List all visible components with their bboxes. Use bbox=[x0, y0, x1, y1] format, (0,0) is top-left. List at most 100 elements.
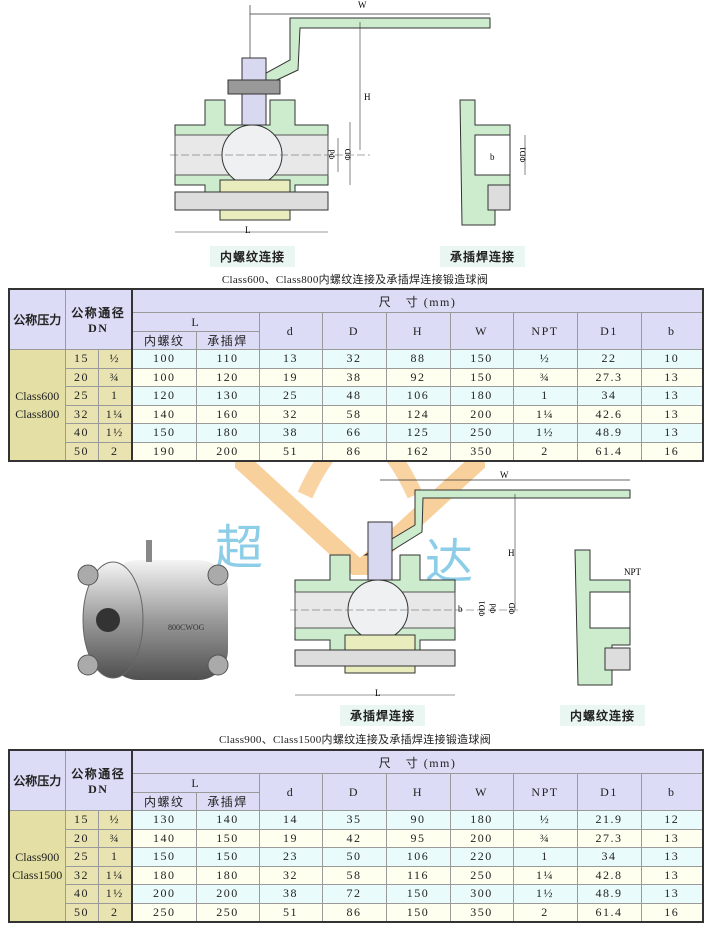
table-cell: 48.9 bbox=[576, 884, 642, 904]
table-cell: 130 bbox=[195, 386, 260, 406]
table-cell: 34 bbox=[576, 847, 642, 867]
table-cell: 180 bbox=[195, 423, 260, 443]
table-cell: 2 bbox=[97, 902, 134, 922]
table-cell: ¾ bbox=[512, 367, 578, 387]
header-col-d: d bbox=[258, 773, 323, 811]
table-cell: 1¼ bbox=[512, 865, 578, 885]
header-L: L bbox=[131, 312, 260, 332]
valve-photo: 800CWOG bbox=[77, 540, 229, 680]
table-cell: ¾ bbox=[512, 828, 578, 848]
valve-drawing-socket-weld bbox=[290, 479, 631, 696]
table-cell: 48 bbox=[321, 386, 387, 406]
table-cell: 100 bbox=[131, 367, 197, 387]
header-L-thread: 内螺纹 bbox=[131, 331, 197, 350]
dim2-L: L bbox=[375, 688, 381, 698]
header-col-H: H bbox=[385, 312, 451, 350]
table-cell: 1½ bbox=[97, 884, 134, 904]
table-cell: 124 bbox=[385, 404, 451, 424]
table-cell: 150 bbox=[195, 847, 260, 867]
header-col-H: H bbox=[385, 773, 451, 811]
table-cell: 1¼ bbox=[97, 865, 134, 885]
table-cell: 13 bbox=[640, 423, 704, 443]
dim-D1: ΦD1 bbox=[518, 146, 528, 163]
table-cell: 120 bbox=[195, 367, 260, 387]
table-cell: 27.3 bbox=[576, 828, 642, 848]
table-cell: 140 bbox=[195, 810, 260, 830]
figure2-caption: Class900、Class1500内螺纹连接及承插焊连接锻造球阀 bbox=[218, 734, 492, 746]
header-L: L bbox=[131, 773, 260, 793]
pressure-class-label: Class600 bbox=[15, 388, 60, 403]
table-cell: 12 bbox=[640, 810, 704, 830]
table-cell: 20 bbox=[64, 828, 99, 848]
table-cell: 1 bbox=[512, 386, 578, 406]
header-size: 尺 寸 (mm) bbox=[131, 749, 704, 774]
table-cell: 2 bbox=[512, 902, 578, 922]
table-cell: 58 bbox=[321, 404, 387, 424]
table-cell: 250 bbox=[449, 423, 514, 443]
table-cell: 180 bbox=[449, 386, 514, 406]
table-cell: 1½ bbox=[512, 884, 578, 904]
table-cell: 61.4 bbox=[576, 441, 642, 461]
header-row: 内螺纹承插焊 bbox=[9, 331, 703, 350]
header-dn-label: 公称通径 bbox=[71, 766, 126, 781]
table-cell: 190 bbox=[131, 441, 197, 461]
table-cell: 61.4 bbox=[576, 902, 642, 922]
table-cell: 95 bbox=[385, 828, 451, 848]
table-cell: 350 bbox=[449, 441, 514, 461]
table-cell: 300 bbox=[449, 884, 514, 904]
table-cell: 13 bbox=[640, 367, 704, 387]
table-cell: 13 bbox=[640, 404, 704, 424]
table-cell: 13 bbox=[258, 349, 323, 369]
header-dn-label: 公称通径 bbox=[71, 305, 126, 320]
table-cell: 116 bbox=[385, 865, 451, 885]
table-cell: 350 bbox=[449, 902, 514, 922]
figure1-caption: Class600、Class800内螺纹连接及承插焊连接锻造球阀 bbox=[221, 274, 489, 286]
header-row: 内螺纹承插焊 bbox=[9, 792, 703, 811]
table-cell: 23 bbox=[258, 847, 323, 867]
table-cell: 1 bbox=[97, 847, 134, 867]
table-cell: 13 bbox=[640, 884, 704, 904]
dim-b: b bbox=[490, 152, 495, 162]
header-col-d: d bbox=[258, 312, 323, 350]
table-cell: 13 bbox=[640, 865, 704, 885]
table-cell: 38 bbox=[258, 423, 323, 443]
header-col-W: W bbox=[449, 773, 514, 811]
table-cell: ½ bbox=[97, 349, 134, 369]
table-cell: 180 bbox=[195, 865, 260, 885]
table-cell: 48.9 bbox=[576, 423, 642, 443]
table-cell: 150 bbox=[131, 423, 197, 443]
table-cell: 250 bbox=[131, 902, 197, 922]
header-L-socket: 承插焊 bbox=[195, 792, 260, 811]
table-cell: ½ bbox=[512, 810, 578, 830]
dim2-H: H bbox=[508, 548, 515, 558]
table-cell: 250 bbox=[449, 865, 514, 885]
dim2-W: W bbox=[500, 470, 509, 480]
table-cell: 125 bbox=[385, 423, 451, 443]
table-cell: 50 bbox=[64, 902, 99, 922]
table-cell: 200 bbox=[449, 828, 514, 848]
table-cell: 2 bbox=[512, 441, 578, 461]
table-cell: 1 bbox=[97, 386, 134, 406]
table-cell: 162 bbox=[385, 441, 451, 461]
photo-marking: 800CWOG bbox=[168, 623, 205, 632]
table-cell: 86 bbox=[321, 441, 387, 461]
table-cell: 66 bbox=[321, 423, 387, 443]
table-cell: 32 bbox=[321, 349, 387, 369]
dim2-NPT: NPT bbox=[624, 567, 642, 577]
table-cell: 2 bbox=[97, 441, 134, 461]
table-cell: 42.6 bbox=[576, 404, 642, 424]
header-col-W: W bbox=[449, 312, 514, 350]
table-cell: 150 bbox=[385, 902, 451, 922]
pressure-class-label: Class1500 bbox=[12, 867, 63, 882]
dim-H: H bbox=[364, 92, 371, 102]
table-cell: 90 bbox=[385, 810, 451, 830]
